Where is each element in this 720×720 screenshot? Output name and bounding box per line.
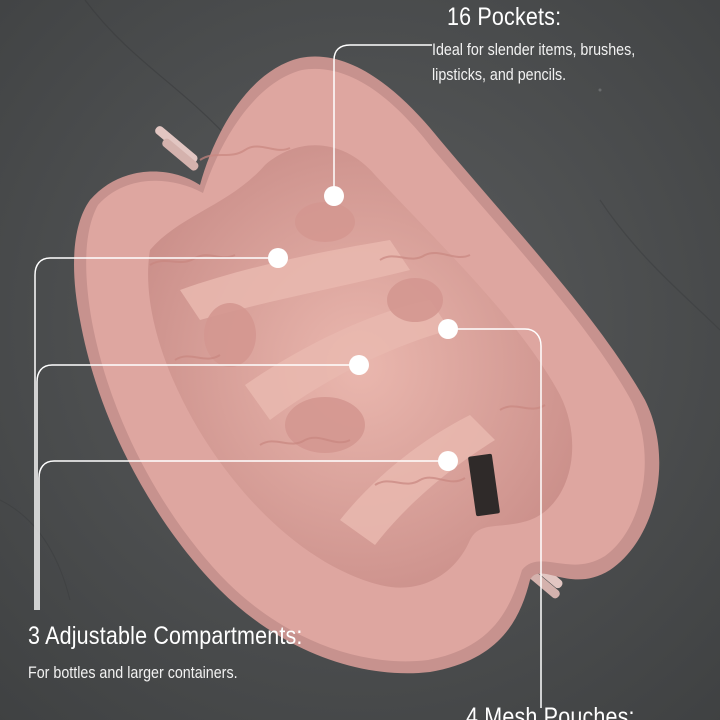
compartment-callout-line-3 (38, 460, 448, 610)
compartments-callout-description: For bottles and larger containers. (28, 663, 238, 682)
compartment-callout-line-2 (36, 364, 359, 610)
brand-tag (468, 453, 500, 517)
pockets-description-line: lipsticks, and pencils. (432, 65, 567, 84)
pockets-callout-line (333, 44, 432, 196)
zipper-pull-top (155, 126, 199, 171)
pockets-callout-title: 16 Pockets: (447, 3, 562, 31)
pockets-marker-dot (324, 186, 344, 206)
mesh-pouches-callout-title: 4 Mesh Pouches: (466, 703, 635, 720)
compartment-marker-dot (268, 248, 288, 268)
divider-panel (245, 300, 450, 420)
mesh-callout-line (448, 328, 542, 708)
pockets-callout-description: Ideal for slender items, brushes, lipsti… (432, 37, 635, 87)
divider-panel (180, 240, 410, 320)
pockets-description-line: Ideal for slender items, brushes, (432, 40, 636, 59)
compartment-marker-dot (349, 355, 369, 375)
compartments-callout-title: 3 Adjustable Compartments: (28, 622, 303, 650)
compartment-callout-line-1 (34, 257, 278, 610)
divider-panel (340, 415, 495, 545)
callout-dots (268, 186, 458, 471)
mesh-marker-dot (438, 319, 458, 339)
callout-lines (34, 44, 542, 708)
pocket-edges (149, 145, 546, 486)
compartment-marker-dot (438, 451, 458, 471)
